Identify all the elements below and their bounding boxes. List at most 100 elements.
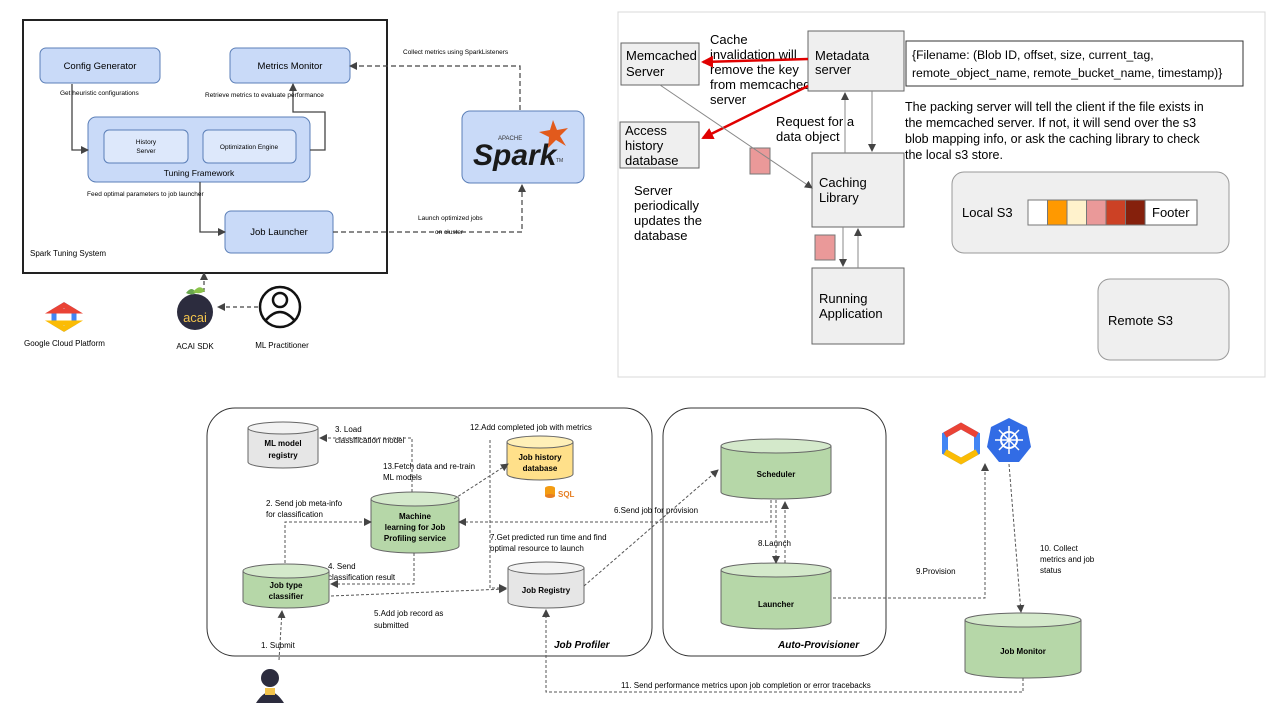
s3-blob-block xyxy=(1047,199,1068,226)
collect-status-3: status xyxy=(1040,566,1061,575)
access-history-3: database xyxy=(625,153,679,168)
arrow-framework-to-metrics xyxy=(289,83,326,151)
job-monitor-label: Job Monitor xyxy=(1000,647,1046,656)
caching-library-2: Library xyxy=(819,190,859,205)
optimization-engine-box xyxy=(202,129,297,164)
server-updates-4: database xyxy=(634,228,688,243)
job-profiler-frame xyxy=(206,407,653,657)
metadata-server-label-2: server xyxy=(815,62,852,77)
red-arrow-invalidation xyxy=(701,55,809,68)
arrow-launcher-to-spark xyxy=(333,184,526,233)
arrow-memcached-to-caching xyxy=(659,84,813,189)
cache-invalidation-2: invalidation will xyxy=(710,47,797,62)
job-history-db-1: Job history xyxy=(518,453,562,462)
metadata-json-2: remote_object_name, remote_bucket_name, … xyxy=(912,66,1222,80)
auto-provisioner-label: Auto-Provisioner xyxy=(777,640,860,651)
s3-blob-block xyxy=(1086,199,1107,226)
cache-invalidation-1: Cache xyxy=(710,32,748,47)
s3-blob-block xyxy=(1066,199,1087,226)
metrics-monitor-label: Metrics Monitor xyxy=(258,61,323,72)
launcher-label: Launcher xyxy=(758,600,794,609)
access-history-box xyxy=(619,121,700,169)
access-history-1: Access xyxy=(625,123,667,138)
launch-optimized-label-2: on cluster xyxy=(435,229,464,236)
spark-apache-label: APACHE xyxy=(498,136,522,142)
feed-optimal-label: Feed optimal parameters to job launcher xyxy=(87,191,205,198)
history-server-label-1: History xyxy=(136,139,157,146)
data-packet-1 xyxy=(749,147,771,175)
ml-model-registry-2: registry xyxy=(268,451,298,460)
job-launcher-label: Job Launcher xyxy=(250,227,308,238)
acai-logo-text: acai xyxy=(183,310,207,325)
history-server-box xyxy=(103,129,189,164)
load-model-1: 3. Load xyxy=(335,425,362,434)
job-type-classifier-2: classifier xyxy=(269,592,304,601)
red-arrow-history xyxy=(701,84,809,140)
config-generator-box xyxy=(39,47,161,84)
user-avatar-icon xyxy=(256,669,284,703)
scheduler-db xyxy=(720,438,832,500)
submit-label: 1. Submit xyxy=(261,641,296,650)
spark-tm-label: TM xyxy=(556,158,563,164)
footer-label: Footer xyxy=(1152,205,1190,220)
collect-status-1: 10. Collect xyxy=(1040,544,1079,553)
job-profiler-label: Job Profiler xyxy=(554,640,611,651)
add-record-2: submitted xyxy=(374,621,409,630)
spark-logo-text: Spark xyxy=(473,139,558,172)
metadata-server-box xyxy=(807,30,905,92)
server-updates-3: updates the xyxy=(634,213,702,228)
cache-diagram: Memcached Server Cache invalidation will… xyxy=(617,11,1266,378)
remote-s3-label: Remote S3 xyxy=(1108,313,1173,328)
caching-library-1: Caching xyxy=(819,175,867,190)
optimization-engine-label: Optimization Engine xyxy=(220,144,279,151)
remote-s3-box xyxy=(1097,278,1230,361)
launch-label: 8.Launch xyxy=(758,539,791,548)
spark-tuning-system-label: Spark Tuning System xyxy=(30,249,106,258)
packing-text-2: the memcached server. If not, it will se… xyxy=(905,116,1196,130)
cache-invalidation-5: server xyxy=(710,92,747,107)
fetch-data-2: ML models xyxy=(383,473,422,482)
get-predicted-2: optimal resource to launch xyxy=(490,544,584,553)
server-updates-2: periodically xyxy=(634,198,700,213)
cache-invalidation-3: remove the key xyxy=(710,62,799,77)
metadata-json-box xyxy=(905,40,1244,87)
profiler-connectors xyxy=(277,434,1025,693)
arrow-spark-to-metrics xyxy=(349,62,521,110)
add-completed-label: 12.Add completed job with metrics xyxy=(470,423,592,432)
s3-blob-block xyxy=(1105,199,1126,226)
gcp-icon xyxy=(942,422,980,465)
ml-model-registry-db xyxy=(247,421,319,469)
metadata-json-1: {Filename: (Blob ID, offset, size, curre… xyxy=(912,48,1154,62)
acai-logo-icon: acai xyxy=(177,287,213,330)
ml-service-2: learning for Job xyxy=(385,523,446,532)
acai-sdk-label: ACAI SDK xyxy=(176,342,214,351)
get-heuristic-label: Get heuristic configurations xyxy=(60,90,140,97)
send-classification-1: 4. Send xyxy=(328,562,356,571)
collect-sparklisteners-label: Collect metrics using SparkListeners xyxy=(403,49,509,56)
auto-provisioner-frame xyxy=(662,407,887,657)
job-profiler-diagram: ML model registry 3. Load classification… xyxy=(206,407,1095,703)
send-provision-label: 6.Send job for provision xyxy=(614,506,698,515)
ml-practitioner-label: ML Practitioner xyxy=(255,341,309,350)
job-registry-db xyxy=(507,561,585,609)
ml-service-3: Profiling service xyxy=(384,534,447,543)
user-icon xyxy=(258,285,302,329)
sql-db-icon xyxy=(545,486,555,498)
gcp-logo-icon xyxy=(44,302,84,332)
tuning-framework-label: Tuning Framework xyxy=(164,168,235,178)
footer-box xyxy=(1144,199,1198,226)
ml-service-db xyxy=(370,491,460,554)
job-type-classifier-1: Job type xyxy=(270,581,303,590)
send-meta-1: 2. Send job meta-info xyxy=(266,499,343,508)
running-application-box xyxy=(811,267,905,345)
scheduler-label: Scheduler xyxy=(757,470,796,479)
s3-blob-block xyxy=(1027,199,1048,226)
request-object-2: data object xyxy=(776,129,840,144)
ml-service-1: Machine xyxy=(399,512,432,521)
collect-status-2: metrics and job xyxy=(1040,555,1095,564)
sql-label: SQL xyxy=(558,490,575,499)
send-perf-label: 11. Send performance metrics upon job co… xyxy=(621,681,871,690)
arrow-config-to-framework xyxy=(71,84,89,154)
access-history-2: history xyxy=(625,138,664,153)
